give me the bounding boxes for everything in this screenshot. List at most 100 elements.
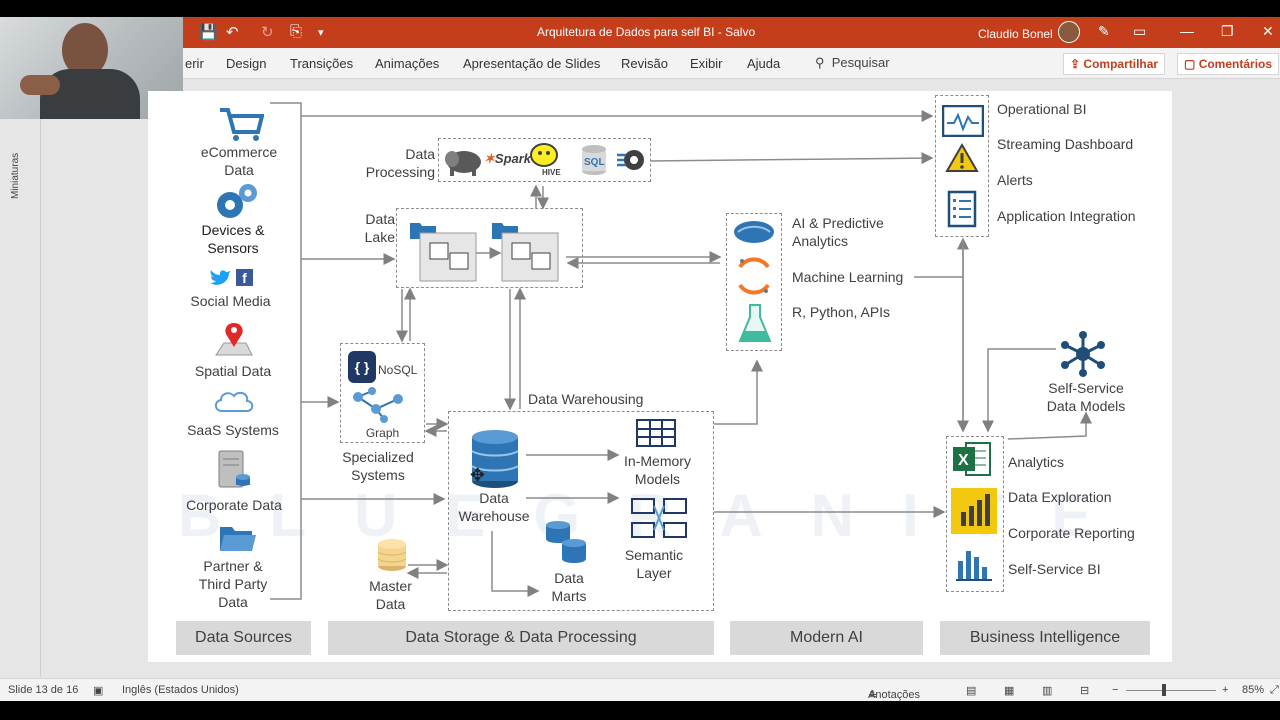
comments-label: Comentários: [1198, 57, 1273, 71]
tab-exibir[interactable]: Exibir: [690, 56, 723, 71]
self-service-bi-label: Self-Service BI: [1008, 561, 1101, 577]
semantic-layer-label: Semantic Layer: [624, 547, 684, 581]
bi-tools-box: [946, 436, 1004, 592]
tab-ajuda[interactable]: Ajuda: [747, 56, 781, 71]
in-memory-label: In-Memory Models: [624, 453, 691, 487]
share-button[interactable]: ⇪ Compartilhar: [1063, 53, 1166, 75]
customize-qat-icon[interactable]: ▾: [318, 27, 324, 39]
ribbon-tabs: erir Design Transições Animações Apresen…: [0, 48, 1280, 79]
predictive-label: AI & Predictive Analytics: [792, 215, 884, 249]
close-icon[interactable]: ✕: [1262, 23, 1274, 39]
saas-label: SaaS Systems: [187, 422, 279, 438]
exploration-label: Data Exploration: [1008, 489, 1112, 505]
arrow-models-bi: [982, 348, 1056, 433]
webcam-overlay: [0, 17, 183, 119]
ecommerce-label: eCommerce Data: [200, 144, 278, 178]
tab-transicoes[interactable]: Transições: [290, 56, 354, 71]
category-data-storage: Data Storage & Data Processing: [328, 621, 714, 655]
zoom-out-icon[interactable]: −: [1112, 684, 1119, 696]
master-data-label: Master Data: [369, 578, 412, 612]
facebook-icon: f: [236, 269, 253, 286]
ribbon-display-icon[interactable]: ▭: [1133, 23, 1147, 39]
restore-icon[interactable]: ❐: [1221, 23, 1234, 39]
zoom-slider[interactable]: [1126, 690, 1216, 691]
zoom-in-icon[interactable]: +: [1222, 684, 1229, 696]
specialized-box: [340, 343, 425, 443]
category-business-intelligence: Business Intelligence: [940, 621, 1150, 655]
redo-icon[interactable]: ↻: [261, 24, 274, 41]
slide-counter[interactable]: Slide 13 de 16: [8, 684, 79, 696]
alerts-label: Alerts: [997, 172, 1033, 188]
nosql-icon: { }: [348, 351, 376, 383]
minimize-icon[interactable]: —: [1180, 23, 1194, 39]
graph-label: Graph: [365, 426, 400, 440]
corporate-label: Corporate Data: [186, 497, 282, 513]
app-integration-label: Application Integration: [997, 208, 1136, 224]
vertical-scrollbar[interactable]: [1266, 79, 1280, 677]
user-name[interactable]: Claudio Bonel: [978, 27, 1053, 41]
slideshow-icon[interactable]: ⊟: [1080, 685, 1090, 697]
spark-icon: ✶Spark: [484, 151, 532, 166]
reading-view-icon[interactable]: ▥: [1042, 685, 1053, 697]
user-avatar[interactable]: [1058, 21, 1080, 43]
arrow-wh-ai: [714, 359, 763, 425]
normal-view-icon[interactable]: ▤: [966, 685, 977, 697]
spark-label: Spark: [494, 151, 532, 166]
category-data-sources: Data Sources: [176, 621, 311, 655]
r-python-label: R, Python, APIs: [792, 304, 891, 320]
slide-sorter-icon[interactable]: ▦: [1004, 685, 1015, 697]
move-cursor-icon: ✥: [470, 465, 486, 485]
slide-canvas[interactable]: BLUEGRANITE: [148, 91, 1172, 662]
search-box[interactable]: ⚲ Pesquisar: [815, 55, 890, 71]
connector-lines: [270, 102, 1092, 600]
data-processing-box: [438, 138, 651, 182]
self-service-models-label: Self-Service Data Models: [1046, 380, 1126, 414]
tab-animacoes[interactable]: Animações: [375, 56, 440, 71]
present-icon[interactable]: ⎘: [290, 23, 303, 40]
document-title: Arquitetura de Dados para self BI - Salv…: [537, 25, 756, 39]
thumbnail-pane[interactable]: Miniaturas: [0, 79, 41, 677]
comment-icon: ▢: [1184, 57, 1196, 71]
category-modern-ai: Modern AI: [730, 621, 923, 655]
tab-inserir[interactable]: erir: [185, 56, 204, 71]
zoom-slider-thumb[interactable]: [1162, 684, 1166, 696]
fit-slide-icon[interactable]: ⤢: [1270, 684, 1279, 696]
search-label: Pesquisar: [831, 55, 890, 70]
data-warehousing-label: Data Warehousing: [528, 391, 644, 407]
operational-bi-box: [935, 95, 989, 237]
svg-text:X: X: [958, 452, 969, 469]
undo-icon[interactable]: ↶: [226, 24, 239, 41]
excel-icon: X: [952, 441, 991, 477]
status-bar: Slide 13 de 16 ▣ Inglês (Estados Unidos)…: [0, 678, 1280, 702]
zoom-level[interactable]: 85%: [1242, 684, 1265, 696]
analytics-label: Analytics: [1008, 454, 1065, 470]
presenter-hands: [20, 75, 60, 95]
data-marts-label: Data Marts: [551, 570, 587, 604]
comments-button[interactable]: ▢ Comentários: [1177, 53, 1280, 75]
bottom-letterbox: [0, 701, 1280, 720]
data-warehouse-label: Data Warehouse: [458, 490, 530, 524]
reporting-label: Corporate Reporting: [1008, 525, 1135, 541]
sql-label: SQL: [584, 157, 605, 168]
share-label: Compartilhar: [1083, 57, 1159, 71]
tab-design[interactable]: Design: [226, 56, 267, 71]
language-indicator[interactable]: Inglês (Estados Unidos): [122, 684, 239, 696]
spellcheck-icon[interactable]: ▣: [93, 685, 104, 697]
data-lake-label: Data Lake: [364, 211, 395, 245]
top-letterbox: [0, 0, 1280, 17]
nosql-label: NoSQL: [378, 363, 418, 377]
pen-icon[interactable]: ✎: [1098, 23, 1110, 39]
save-icon[interactable]: 💾: [199, 24, 218, 41]
notes-label: Anotações: [868, 689, 920, 701]
ml-label: Machine Learning: [792, 269, 904, 285]
streaming-label: Streaming Dashboard: [997, 136, 1134, 152]
thumbnails-label[interactable]: Miniaturas: [10, 152, 21, 199]
hive-label: HIVE: [542, 168, 561, 177]
tab-apresentacao[interactable]: Apresentação de Slides: [463, 56, 601, 71]
tab-revisao[interactable]: Revisão: [621, 56, 668, 71]
arrow-bi-models: [1007, 411, 1092, 440]
arrow-to-streaming: [649, 152, 934, 165]
data-processing-label: Data Processing: [365, 146, 435, 180]
arrow-wh-marts: [491, 531, 540, 597]
